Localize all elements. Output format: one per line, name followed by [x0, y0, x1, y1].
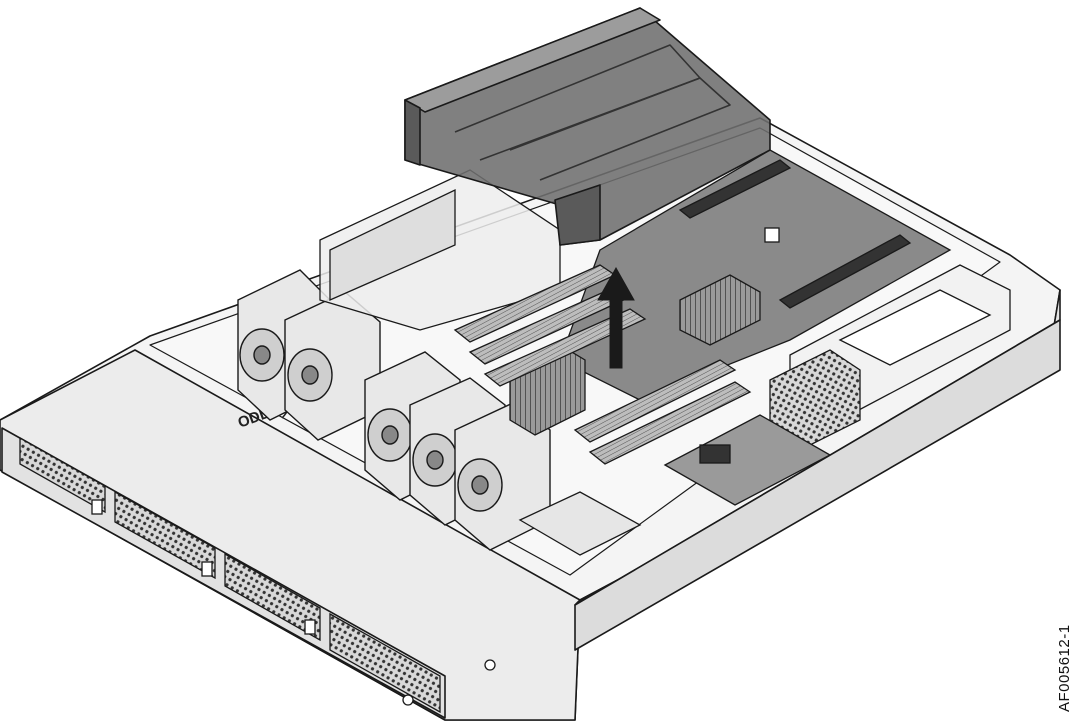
odd-bay — [518, 491, 642, 556]
front-drive-bays — [19, 436, 496, 714]
power-supply-bay — [769, 264, 1011, 451]
fan-icon — [284, 291, 381, 441]
figure-id: AF005612-1 — [1056, 624, 1073, 712]
power-distribution-board — [663, 414, 832, 506]
air-duct-shroud — [404, 7, 771, 246]
system-fans — [237, 269, 551, 551]
up-arrow-icon — [597, 266, 635, 369]
motherboard — [453, 149, 952, 465]
